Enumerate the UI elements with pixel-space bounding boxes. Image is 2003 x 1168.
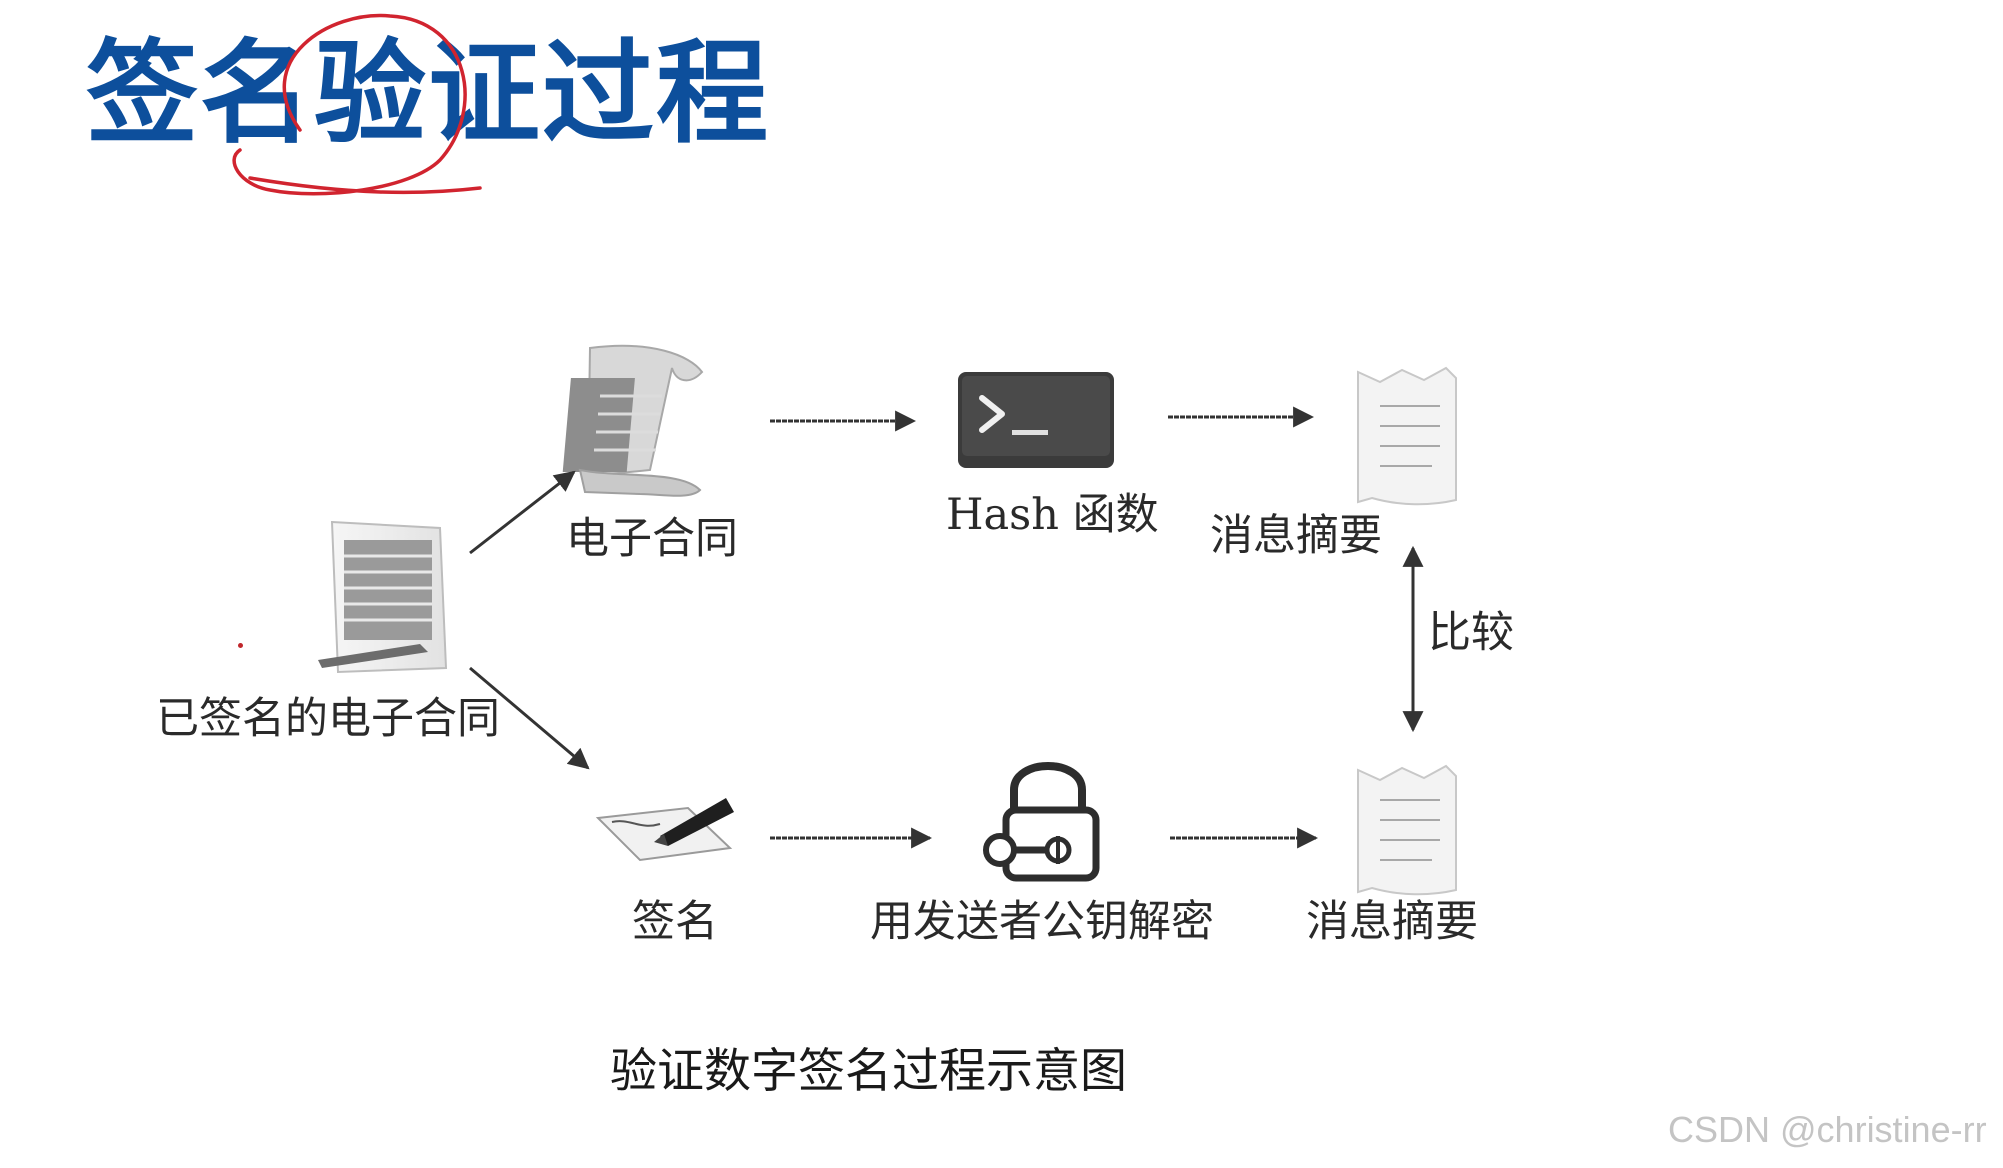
label-compare: 比较 <box>1428 608 1514 658</box>
label-signed-contract: 已签名的电子合同 <box>156 694 500 744</box>
digest-page-icon <box>1357 366 1457 506</box>
arrow-signed-to-contract <box>469 470 576 555</box>
label-contract: 电子合同 <box>566 514 738 564</box>
digest-page-icon <box>1357 764 1457 896</box>
terminal-icon <box>958 372 1114 468</box>
figure-caption: 验证数字签名过程示意图 <box>610 1044 1127 1099</box>
scroll-icon <box>562 344 704 497</box>
signed-document-icon <box>318 520 448 674</box>
arrow-signed-to-signature <box>469 666 590 770</box>
signature-pen-icon <box>595 798 734 862</box>
label-digest-bottom: 消息摘要 <box>1306 897 1478 947</box>
label-decrypt: 用发送者公钥解密 <box>870 897 1214 947</box>
label-digest-top: 消息摘要 <box>1210 511 1382 561</box>
lock-key-icon <box>983 762 1100 882</box>
watermark: CSDN @christine-rr <box>1668 1109 1987 1150</box>
pen-dot <box>238 643 243 648</box>
label-hash: Hash 函数 <box>946 490 1159 540</box>
label-signature: 签名 <box>632 897 718 947</box>
